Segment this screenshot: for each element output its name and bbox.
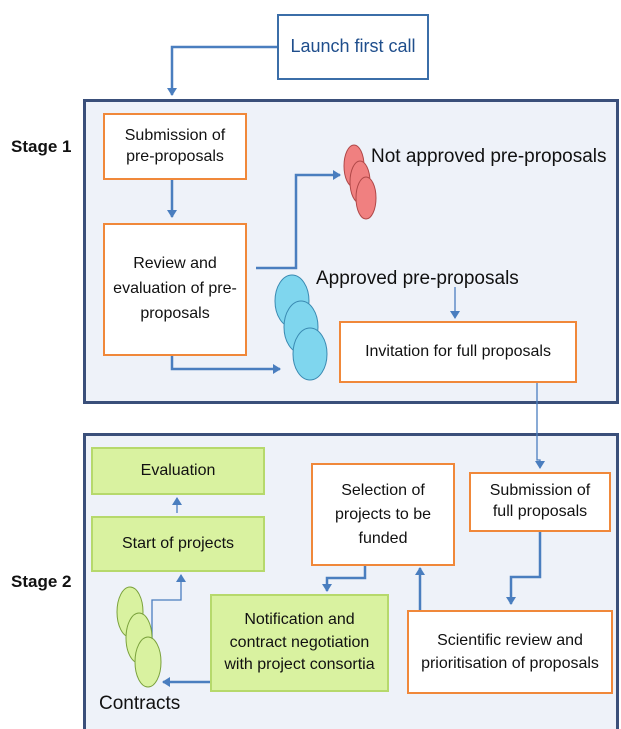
- start-of-projects-label: Start of projects: [121, 534, 235, 552]
- contracts-label: Contracts: [99, 693, 181, 714]
- notification-contract-box: Notification and contract negotiation wi…: [210, 594, 389, 692]
- scientific-review-label: Scientific review and prioritisation of …: [421, 631, 599, 672]
- approved-oval-3: [292, 327, 328, 381]
- arrow-review-to-not-approved: [256, 170, 341, 270]
- selection-projects-box: Selection of projects to be funded: [311, 463, 455, 566]
- arrow-selection-to-notification: [322, 566, 367, 592]
- not-approved-label: Not approved pre-proposals: [371, 146, 607, 167]
- arrow-invitation-to-submission-full: [535, 383, 545, 469]
- stage-1-label: Stage 1: [11, 137, 72, 156]
- launch-first-call-label: Launch first call: [290, 36, 416, 57]
- approved-label: Approved pre-proposals: [316, 268, 519, 289]
- review-evaluation-box: Review and evaluation of pre-proposals: [103, 223, 247, 356]
- notification-contract-label: Notification and contract negotiation wi…: [224, 611, 375, 674]
- scientific-review-box: Scientific review and prioritisation of …: [407, 610, 613, 694]
- invitation-full-proposals-box: Invitation for full proposals: [339, 321, 577, 383]
- submission-full-proposals-label: Submission of full proposals: [489, 482, 591, 520]
- submission-full-proposals-box: Submission of full proposals: [469, 472, 611, 532]
- submission-pre-proposals-label: Submission of pre-proposals: [124, 126, 226, 165]
- contract-oval-3: [134, 636, 162, 688]
- arrow-review-to-approved: [170, 356, 281, 374]
- review-evaluation-label: Review and evaluation of pre-proposals: [113, 255, 237, 322]
- arrow-submission-full-to-review: [506, 532, 542, 605]
- selection-projects-label: Selection of projects to be funded: [334, 481, 432, 547]
- evaluation-label: Evaluation: [140, 461, 216, 479]
- not-approved-oval-3: [355, 176, 377, 220]
- start-of-projects-box: Start of projects: [91, 516, 265, 572]
- submission-pre-proposals-box: Submission of pre-proposals: [103, 113, 247, 180]
- launch-first-call-box: Launch first call: [277, 14, 429, 80]
- stage-2-label: Stage 2: [11, 572, 72, 591]
- arrow-contracts-to-start: [151, 574, 186, 648]
- invitation-full-proposals-label: Invitation for full proposals: [365, 342, 551, 360]
- evaluation-box: Evaluation: [91, 447, 265, 495]
- arrow-launch-to-stage1: [167, 45, 277, 96]
